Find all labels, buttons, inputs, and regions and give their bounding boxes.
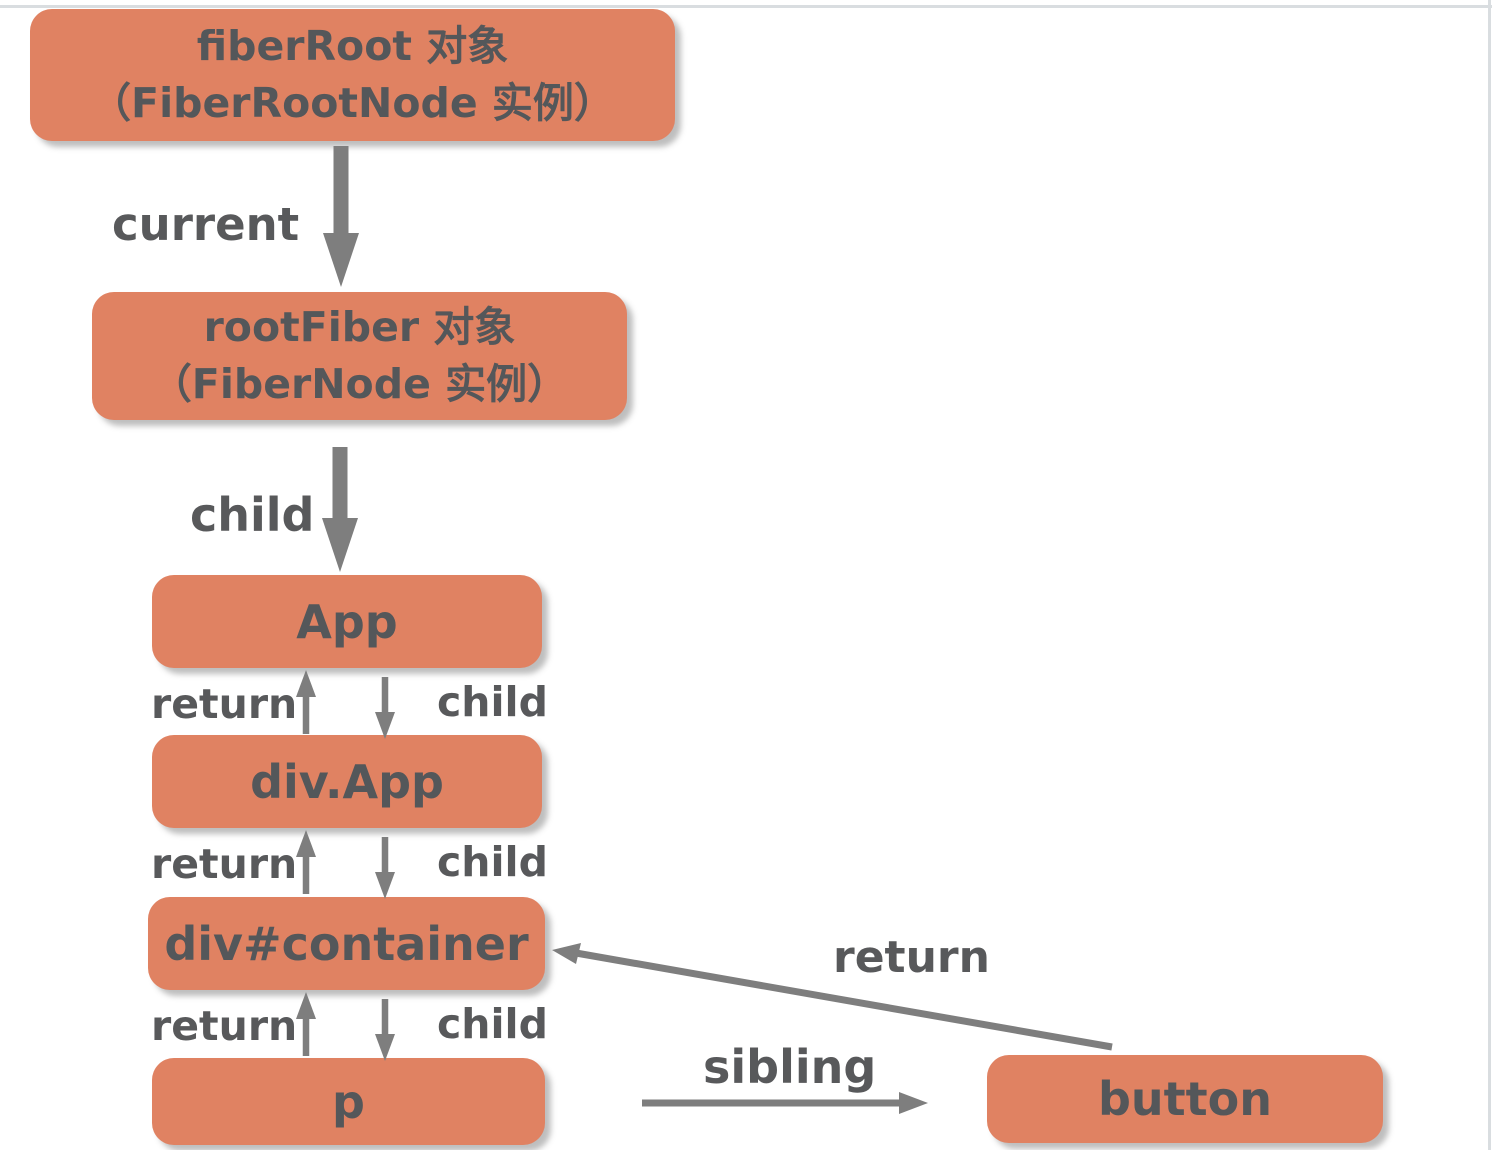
edge-label-return-diagonal: return — [833, 932, 990, 983]
node-root-fiber-line1: rootFiber 对象 — [203, 303, 516, 352]
edge-label-return-container: return — [151, 1002, 298, 1050]
arrow-return-a-head-icon — [296, 670, 316, 697]
node-fiber-root: fiberRoot 对象 （FiberRootNode 实例） — [30, 9, 675, 141]
arrow-return-c-head-icon — [296, 992, 316, 1019]
edge-label-return-divapp: return — [151, 840, 298, 888]
edge-label-return-app: return — [151, 680, 298, 728]
edge-label-child-container: child — [437, 1000, 548, 1048]
arrow-return-diagonal-head-icon — [552, 943, 581, 964]
edge-label-child-root: child — [190, 488, 315, 542]
node-p: p — [152, 1058, 545, 1145]
edge-label-child-divapp: child — [437, 838, 548, 886]
top-divider-line — [0, 5, 1492, 8]
node-button: button — [987, 1055, 1383, 1143]
node-div-app: div.App — [152, 735, 542, 828]
edge-label-current: current — [112, 198, 300, 251]
edge-label-sibling: sibling — [703, 1040, 877, 1094]
edge-label-child-app: child — [437, 678, 548, 726]
node-app-label: App — [296, 594, 398, 649]
node-p-label: p — [332, 1074, 365, 1129]
right-divider-line — [1488, 0, 1491, 1150]
arrow-return-b-head-icon — [296, 830, 316, 857]
arrow-sibling-head-icon — [899, 1092, 928, 1114]
node-div-container-label: div#container — [164, 916, 529, 971]
node-div-app-label: div.App — [250, 754, 444, 809]
arrow-current-down-icon — [323, 146, 359, 287]
arrow-child-b-head-icon — [375, 872, 395, 899]
node-div-container: div#container — [148, 897, 545, 990]
node-button-label: button — [1097, 1072, 1272, 1126]
node-fiber-root-line1: fiberRoot 对象 — [196, 22, 509, 71]
arrow-child-root-down-icon — [322, 447, 358, 572]
arrow-child-c-head-icon — [375, 1034, 395, 1061]
node-fiber-root-line2: （FiberRootNode 实例） — [90, 79, 615, 127]
node-root-fiber: rootFiber 对象 （FiberNode 实例） — [92, 292, 627, 420]
node-root-fiber-line2: （FiberNode 实例） — [150, 360, 569, 408]
node-app: App — [152, 575, 542, 668]
